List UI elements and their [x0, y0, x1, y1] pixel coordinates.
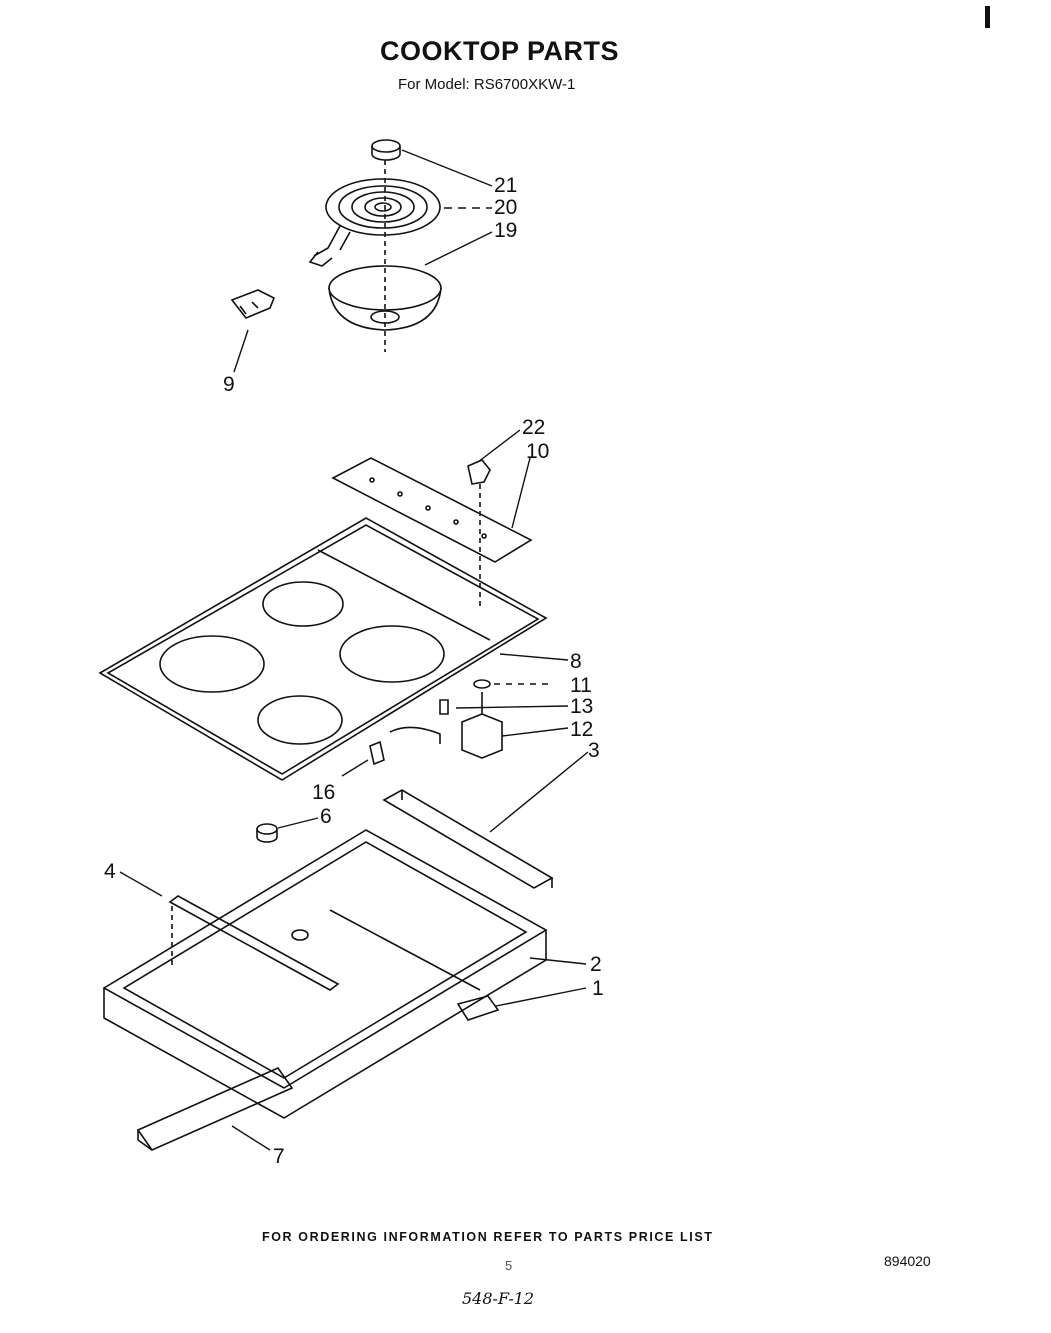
callout-3: 3: [588, 739, 600, 762]
callout-8: 8: [570, 650, 582, 673]
part-8-cooktop: [98, 517, 548, 781]
part-11-washer: [473, 679, 491, 689]
page-title: COOKTOP PARTS: [380, 36, 620, 66]
part-20-coil-element: [308, 178, 441, 267]
ordering-note: FOR ORDERING INFORMATION REFER TO PARTS …: [262, 1230, 714, 1244]
part-21-cap: [371, 139, 401, 161]
part-6-plug-button: [256, 823, 278, 843]
part-16-light-socket: [369, 726, 441, 766]
callout-labels: 21 20 19 9 22 10 8 11 13 12 3 16 6 4 2 1…: [104, 174, 604, 1168]
callout-7: 7: [273, 1145, 285, 1168]
callout-21: 21: [494, 174, 517, 197]
callout-19: 19: [494, 219, 517, 242]
part-10-control-panel: [331, 457, 533, 563]
callout-1: 1: [592, 977, 604, 1000]
part-1-support: [456, 995, 500, 1021]
callout-10: 10: [526, 440, 549, 463]
part-12-switch: [461, 692, 503, 759]
callout-16: 16: [312, 781, 335, 804]
model-subtitle: For Model: RS6700XKW-1: [398, 76, 576, 93]
page-number: 5: [505, 1258, 513, 1273]
part-19-drip-bowl: [328, 160, 442, 352]
callout-22: 22: [522, 416, 545, 439]
part-13-screw: [439, 699, 449, 715]
callout-9: 9: [223, 373, 235, 396]
callout-13: 13: [570, 695, 593, 718]
leader-lines: [119, 149, 589, 1151]
callout-4: 4: [104, 860, 116, 883]
callout-6: 6: [320, 805, 332, 828]
registration-mark: [985, 6, 990, 28]
part-9-terminal-block: [230, 289, 276, 319]
part-7-trim-strip: [136, 1067, 294, 1151]
document-number: 894020: [884, 1253, 931, 1269]
part-4-channel: [168, 895, 340, 991]
part-3-bracket: [382, 789, 554, 889]
part-2-body-box: [102, 829, 548, 1119]
callout-2: 2: [590, 953, 602, 976]
callout-11: 11: [570, 674, 592, 697]
callout-12: 12: [570, 718, 593, 741]
callout-20: 20: [494, 196, 517, 219]
handwritten-note: 548-F-12: [462, 1289, 535, 1308]
